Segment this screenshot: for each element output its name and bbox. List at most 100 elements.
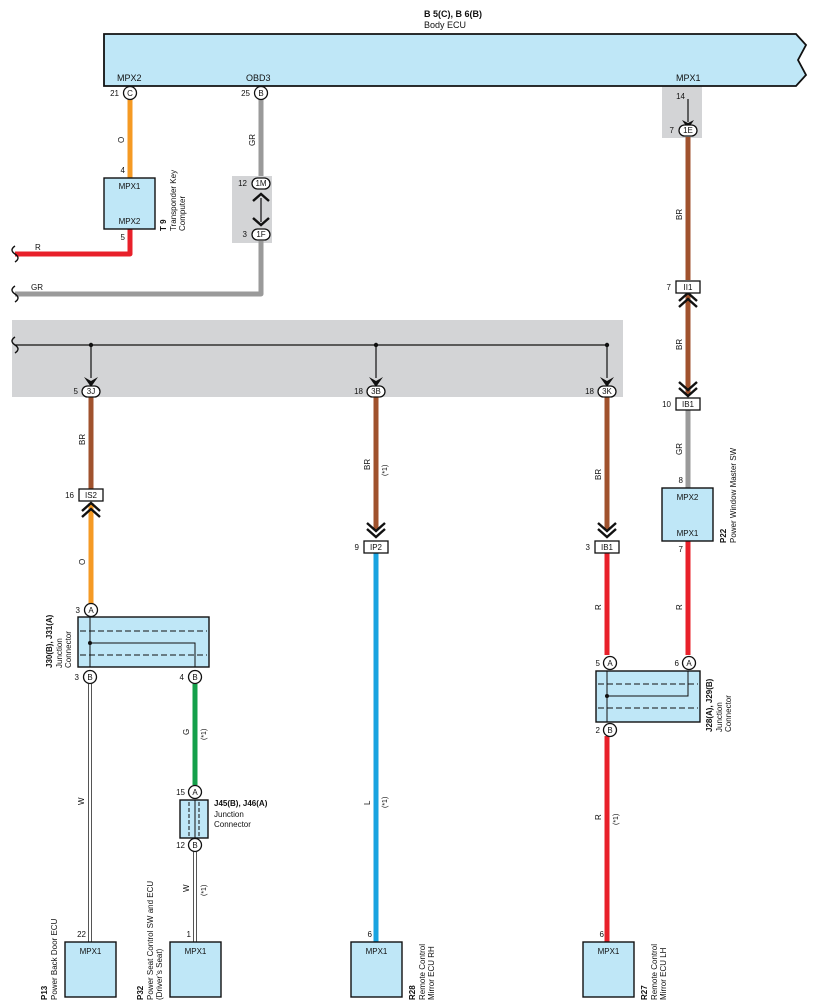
junction-connector-j30: A 3 B 3 B 4 J30(B), J31(A) Junction Conn… — [45, 602, 210, 685]
svg-text:1E: 1E — [683, 126, 693, 135]
wire-label-br-4: BR — [363, 459, 372, 470]
ecu-pin-label-mpx2: MPX2 — [117, 73, 142, 83]
wire-label-w-2: W — [182, 884, 191, 892]
svg-text:1M: 1M — [255, 179, 266, 188]
body-ecu-code: B 5(C), B 6(B) — [424, 9, 482, 19]
shade-junction-bus — [12, 320, 623, 397]
svg-text:1F: 1F — [256, 230, 265, 239]
wire-label-w-1: W — [77, 797, 86, 805]
connector-1e: 1E 7 — [670, 124, 698, 137]
svg-text:Junction: Junction — [715, 702, 724, 732]
svg-text:4: 4 — [121, 166, 126, 175]
transponder-name-2: Computer — [178, 196, 187, 231]
connector-is2: IS2 16 — [65, 488, 104, 502]
svg-text:1: 1 — [187, 930, 192, 939]
svg-text:MPX2: MPX2 — [119, 217, 141, 226]
wire-label-r-3: R — [594, 814, 603, 820]
svg-text:P13: P13 — [40, 985, 49, 1000]
svg-text:22: 22 — [77, 930, 86, 939]
junction-3k: 3K 18 — [585, 385, 617, 398]
connector-ib1-bottom: IB1 3 — [586, 540, 620, 554]
wire-label-br-3: BR — [78, 434, 87, 445]
svg-text:A: A — [88, 606, 94, 615]
svg-text:3B: 3B — [371, 387, 381, 396]
svg-text:16: 16 — [65, 491, 74, 500]
svg-text:(Driver’s Seat): (Driver’s Seat) — [155, 948, 164, 1000]
svg-text:7: 7 — [679, 545, 684, 554]
svg-text:5: 5 — [74, 387, 79, 396]
ecu-pin-conn-b: B — [258, 89, 263, 98]
svg-text:Connector: Connector — [64, 631, 73, 668]
svg-text:MPX2: MPX2 — [677, 493, 699, 502]
wire-end-r — [11, 245, 19, 263]
svg-text:B: B — [87, 673, 92, 682]
wire-label-r-2: R — [594, 604, 603, 610]
svg-text:4: 4 — [180, 673, 185, 682]
svg-text:2: 2 — [596, 726, 601, 735]
svg-text:IB1: IB1 — [601, 543, 614, 552]
wire-label-br-5: BR — [594, 469, 603, 480]
ecu-p32: MPX1 1 P32 Power Seat Control SW and ECU… — [136, 881, 222, 1000]
note-2: (*1) — [382, 797, 389, 808]
ecu-pin-num-21: 21 — [110, 89, 119, 98]
svg-text:II1: II1 — [684, 283, 693, 292]
svg-text:A: A — [686, 659, 692, 668]
svg-text:IB1: IB1 — [682, 400, 695, 409]
note-5: (*1) — [613, 814, 620, 825]
body-ecu-name: Body ECU — [424, 20, 466, 30]
svg-text:5: 5 — [121, 233, 126, 242]
svg-text:MPX1: MPX1 — [119, 182, 141, 191]
svg-text:6: 6 — [675, 659, 680, 668]
splice-1m: 1M 12 — [238, 177, 271, 190]
connector-ip2: IP2 9 — [355, 540, 389, 554]
svg-text:12: 12 — [176, 841, 185, 850]
j30-code: J30(B), J31(A) — [45, 614, 54, 668]
ecu-p13: MPX1 22 P13 Power Back Door ECU — [40, 918, 117, 1000]
svg-text:P32: P32 — [136, 985, 145, 1000]
wire-label-br-2: BR — [675, 339, 684, 350]
svg-text:Mirror ECU RH: Mirror ECU RH — [427, 946, 436, 1000]
transponder-key-computer: MPX1 MPX2 4 5 T 9 Transponder Key Comput… — [103, 166, 187, 242]
svg-text:B: B — [607, 726, 612, 735]
ecu-pin-num-14: 14 — [676, 92, 685, 101]
note-4: (*1) — [201, 885, 208, 896]
svg-text:3: 3 — [76, 606, 81, 615]
svg-text:7: 7 — [670, 126, 675, 135]
wire-label-r-horiz: R — [35, 243, 41, 252]
note-3: (*1) — [201, 729, 208, 740]
note-1: (*1) — [382, 465, 389, 476]
svg-text:3: 3 — [243, 230, 248, 239]
svg-text:9: 9 — [355, 543, 360, 552]
svg-text:IS2: IS2 — [85, 491, 98, 500]
pw-master-code: P22 — [719, 528, 728, 543]
svg-text:3: 3 — [75, 673, 80, 682]
j28-code: J28(A), J29(B) — [705, 678, 714, 732]
wire-end-bus — [11, 336, 19, 354]
svg-text:MPX1: MPX1 — [598, 947, 620, 956]
svg-text:MPX1: MPX1 — [366, 947, 388, 956]
junction-connector-j45: A 15 B 12 J45(B), J46(A) Junction Connec… — [176, 784, 268, 853]
svg-text:B: B — [192, 673, 197, 682]
junction-connector-j28: A 5 A 6 B 2 J28(A), J29(B) Junction Conn… — [595, 655, 733, 738]
junction-3j: 3J 5 — [74, 385, 101, 398]
wire-label-gr-1: GR — [248, 134, 257, 146]
body-ecu-box — [103, 33, 808, 87]
svg-text:Junction: Junction — [214, 810, 244, 819]
power-window-master-sw: MPX2 MPX1 8 7 P22 Power Window Master SW — [661, 447, 738, 554]
junction-3b: 3B 18 — [354, 385, 386, 398]
connector-ib1-top: IB1 10 — [662, 397, 701, 411]
svg-text:R28: R28 — [408, 985, 417, 1000]
wire-label-g: G — [182, 729, 191, 735]
svg-text:7: 7 — [667, 283, 672, 292]
transponder-name-1: Transponder Key — [169, 170, 178, 231]
svg-text:MPX1: MPX1 — [185, 947, 207, 956]
svg-text:12: 12 — [238, 179, 247, 188]
transponder-code: T 9 — [159, 219, 168, 231]
ecu-r27: MPX1 6 R27 Remote Control Mirror ECU LH — [582, 930, 668, 1000]
wire-gr-out — [15, 241, 264, 297]
ecu-pin-label-mpx1: MPX1 — [676, 73, 701, 83]
svg-text:18: 18 — [354, 387, 363, 396]
svg-text:5: 5 — [596, 659, 601, 668]
svg-text:Power Seat Control SW and ECU: Power Seat Control SW and ECU — [146, 881, 155, 1000]
svg-text:15: 15 — [176, 788, 185, 797]
